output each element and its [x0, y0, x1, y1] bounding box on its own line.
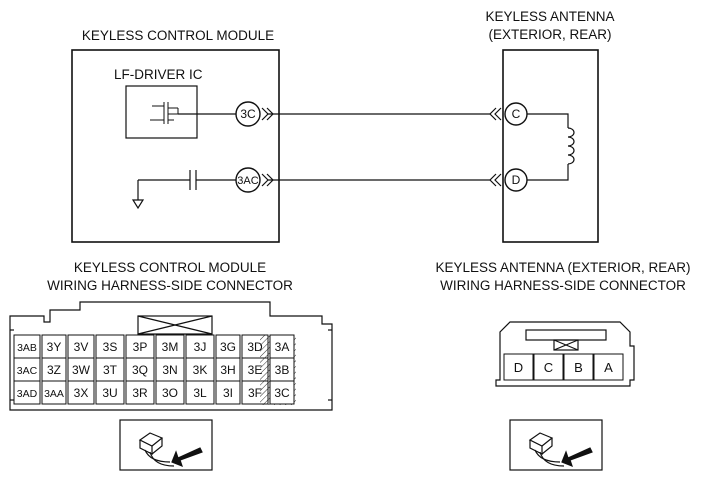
connector-chevrons-module	[261, 107, 274, 187]
module-pin-3V: 3V	[67, 334, 95, 359]
svg-text:3W: 3W	[72, 363, 91, 377]
connector-chevrons-antenna	[489, 107, 502, 187]
svg-text:3AA: 3AA	[44, 388, 64, 400]
svg-text:C: C	[512, 107, 521, 121]
antenna-title-line1: KEYLESS ANTENNA	[485, 9, 614, 24]
pin-3C: 3C	[235, 101, 261, 127]
svg-text:D: D	[512, 173, 521, 187]
svg-text:3K: 3K	[193, 363, 208, 377]
pin-C: C	[504, 102, 528, 126]
svg-text:3A: 3A	[275, 340, 290, 354]
svg-text:3E: 3E	[248, 363, 263, 377]
module-pin-3Q: 3Q	[125, 357, 155, 382]
module-pin-3H: 3H	[215, 357, 241, 382]
svg-text:3X: 3X	[74, 386, 89, 400]
antenna-pin-D: D	[503, 353, 534, 381]
svg-text:3AD: 3AD	[17, 388, 38, 400]
antenna-pin-C: C	[533, 353, 564, 381]
module-pin-3I: 3I	[215, 380, 241, 405]
svg-text:3T: 3T	[103, 363, 118, 377]
module-pin-3W: 3W	[67, 357, 95, 382]
module-pin-3L: 3L	[185, 380, 215, 405]
svg-text:3C: 3C	[240, 107, 256, 121]
coil-icon	[527, 113, 575, 181]
svg-text:3I: 3I	[223, 386, 233, 400]
module-pin-3R: 3R	[125, 380, 155, 405]
antenna-pin-B: B	[563, 353, 594, 381]
module-pin-3P: 3P	[125, 334, 155, 359]
module-pin-3N: 3N	[155, 357, 185, 382]
svg-text:3F: 3F	[248, 386, 262, 400]
module-pin-3B: 3B	[269, 357, 295, 382]
module-pin-3G: 3G	[215, 334, 241, 359]
module-box	[71, 49, 280, 243]
antenna-connector-title-line2: WIRING HARNESS-SIDE CONNECTOR	[440, 278, 686, 293]
ground-icon	[131, 180, 145, 210]
svg-text:C: C	[544, 360, 553, 375]
svg-text:3B: 3B	[275, 363, 290, 377]
svg-text:3L: 3L	[193, 386, 207, 400]
module-pin-3S: 3S	[95, 334, 125, 359]
svg-text:3Q: 3Q	[132, 363, 148, 377]
antenna-connector-title-line1: KEYLESS ANTENNA (EXTERIOR, REAR)	[435, 260, 690, 275]
svg-text:3G: 3G	[220, 340, 236, 354]
svg-text:A: A	[604, 360, 613, 375]
module-pin-3AB: 3AB	[13, 334, 41, 359]
module-connector-title-line2: WIRING HARNESS-SIDE CONNECTOR	[47, 278, 293, 293]
svg-text:3Z: 3Z	[47, 363, 61, 377]
svg-text:3N: 3N	[162, 363, 177, 377]
module-pin-3F: 3F	[241, 380, 269, 405]
antenna-connector-housing	[495, 321, 635, 387]
svg-text:3C: 3C	[274, 386, 290, 400]
transistor-icon	[150, 102, 179, 124]
svg-text:3V: 3V	[74, 340, 89, 354]
module-pin-3U: 3U	[95, 380, 125, 405]
module-pin-3M: 3M	[155, 334, 185, 359]
module-pin-3T: 3T	[95, 357, 125, 382]
module-pin-3C: 3C	[269, 380, 295, 405]
svg-text:3P: 3P	[133, 340, 148, 354]
svg-text:3AB: 3AB	[17, 342, 37, 354]
capacitor-icon	[138, 170, 236, 190]
svg-text:3D: 3D	[247, 340, 263, 354]
module-pin-3Y: 3Y	[41, 334, 67, 359]
module-pin-3X: 3X	[67, 380, 95, 405]
module-connector-title-line1: KEYLESS CONTROL MODULE	[74, 260, 266, 275]
svg-text:3Y: 3Y	[47, 340, 62, 354]
module-pin-3AD: 3AD	[13, 380, 41, 405]
ic-box	[125, 85, 198, 139]
module-title: KEYLESS CONTROL MODULE	[82, 28, 274, 43]
antenna-box	[502, 49, 599, 243]
connector-view-icon-left	[119, 419, 213, 471]
svg-text:D: D	[514, 360, 523, 375]
connector-view-icon-right	[509, 419, 603, 471]
svg-text:B: B	[574, 360, 583, 375]
svg-text:3R: 3R	[132, 386, 148, 400]
module-connector-lock	[137, 315, 213, 335]
pin-D: D	[504, 168, 528, 192]
module-pin-3K: 3K	[185, 357, 215, 382]
svg-text:3AC: 3AC	[237, 175, 258, 187]
antenna-pin-A: A	[593, 353, 624, 381]
module-pin-3Z: 3Z	[41, 357, 67, 382]
module-pin-3A: 3A	[269, 334, 295, 359]
ic-label: LF-DRIVER IC	[114, 67, 203, 82]
svg-text:3O: 3O	[162, 386, 178, 400]
svg-text:3U: 3U	[102, 386, 117, 400]
svg-text:3M: 3M	[162, 340, 179, 354]
module-connector-pins: 3AB 3Y 3V 3S 3P 3M 3J 3G 3D 3A 3AC 3Z 3W 3T 3Q 3N 3K 3H 3E…	[13, 334, 295, 405]
svg-text:3H: 3H	[220, 363, 235, 377]
svg-text:3AC: 3AC	[17, 365, 38, 377]
pin-3AC: 3AC	[235, 167, 261, 193]
module-pin-3AC: 3AC	[13, 357, 41, 382]
module-pin-3J: 3J	[185, 334, 215, 359]
module-connector-housing	[9, 301, 333, 411]
module-pin-3O: 3O	[155, 380, 185, 405]
module-pin-3AA: 3AA	[41, 380, 67, 405]
antenna-title-line2: (EXTERIOR, REAR)	[488, 27, 611, 42]
svg-text:3S: 3S	[103, 340, 118, 354]
svg-text:3J: 3J	[194, 340, 207, 354]
